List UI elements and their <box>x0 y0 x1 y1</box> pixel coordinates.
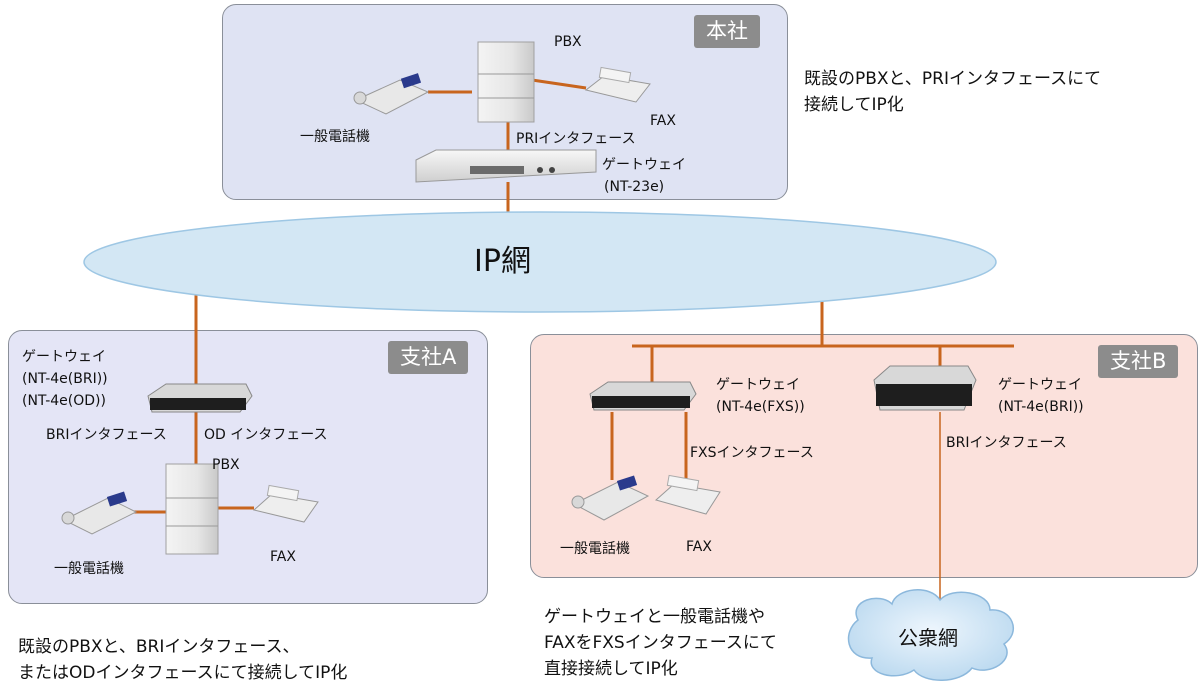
hq-note-line: 既設のPBXと、PRIインタフェースにて <box>804 69 1102 89</box>
branch-b-fax-icon <box>654 474 721 515</box>
branch-a-model2-label: (NT-4e(OD)) <box>22 393 106 409</box>
branch-a-fax-label: FAX <box>270 549 296 565</box>
branch-b-gateway1-model-label: (NT-4e(FXS)) <box>716 399 805 415</box>
hq-note-line: 接続してIP化 <box>804 95 904 115</box>
branch-a-note-line: またはODインタフェースにて接続してIP化 <box>18 663 348 683</box>
hq-gateway-model-label: (NT-23e) <box>604 179 665 195</box>
branch-a-model1-label: (NT-4e(BRI)) <box>22 371 108 387</box>
branch-b-gateway1-icon <box>589 381 697 411</box>
branch-a-bri-interface-label: BRIインタフェース <box>46 427 167 443</box>
hq-pbx-label: PBX <box>554 34 582 50</box>
branch-a-note-line: 既設のPBXと、BRIインタフェース、 <box>18 637 300 657</box>
branch-b-gateway1-label: ゲートウェイ <box>716 377 800 393</box>
hq-gateway-icon <box>415 149 597 183</box>
branch-a-tag: 支社A <box>388 341 469 374</box>
hq-fax-label: FAX <box>650 113 676 129</box>
public-network-cloud <box>847 589 1015 681</box>
branch-b-gateway2-label: ゲートウェイ <box>998 377 1082 393</box>
branch-b-panel <box>530 334 1198 578</box>
branch-b-note-line: FAXをFXSインタフェースにて <box>544 633 777 653</box>
branch-b-fax-label: FAX <box>686 539 712 555</box>
branch-a-pbx-label: PBX <box>212 457 240 473</box>
branch-a-od-interface-label: OD インタフェース <box>204 427 328 443</box>
public-network-label: 公衆網 <box>898 626 958 650</box>
branch-b-bri-interface-label: BRIインタフェース <box>946 435 1067 451</box>
branch-b-tag: 支社B <box>1098 345 1179 378</box>
hq-phone-label: 一般電話機 <box>300 129 370 145</box>
branch-a-gateway-icon <box>147 383 253 413</box>
branch-b-note-line: 直接接続してIP化 <box>544 659 678 679</box>
branch-b-note-line: ゲートウェイと一般電話機や <box>544 607 765 627</box>
ip-network-label: IP網 <box>474 244 531 279</box>
branch-b-gateway2-model-label: (NT-4e(BRI)) <box>998 399 1084 415</box>
hq-interface-label: PRIインタフェース <box>516 131 636 147</box>
branch-a-gateway-label: ゲートウェイ <box>22 349 106 365</box>
branch-a-phone-icon <box>61 491 138 535</box>
connection-lines <box>128 78 1014 514</box>
branch-a-fax-icon <box>252 484 319 523</box>
hq-gateway-label: ゲートウェイ <box>602 157 686 173</box>
hq-pbx-icon <box>477 41 535 123</box>
branch-b-phone-label: 一般電話機 <box>560 541 630 557</box>
branch-b-gateway2-icon <box>873 365 977 411</box>
hq-tag: 本社 <box>694 15 760 48</box>
branch-b-fxs-interface-label: FXSインタフェース <box>690 445 814 461</box>
branch-b-phone-icon <box>571 475 650 521</box>
hq-note: 既設のPBXと、PRIインタフェースにて 接続してIP化 <box>804 66 1101 118</box>
branch-b-note: ゲートウェイと一般電話機や FAXをFXSインタフェースにて 直接接続してIP化 <box>544 604 777 682</box>
branch-a-pbx-icon <box>165 463 219 555</box>
branch-a-note: 既設のPBXと、BRIインタフェース、 またはODインタフェースにて接続してIP… <box>18 634 347 686</box>
hq-phone-icon <box>353 73 430 115</box>
branch-a-phone-label: 一般電話機 <box>54 561 124 577</box>
branch-a-panel <box>8 330 488 604</box>
hq-fax-icon <box>584 66 651 103</box>
ip-network-cloud <box>83 211 997 313</box>
